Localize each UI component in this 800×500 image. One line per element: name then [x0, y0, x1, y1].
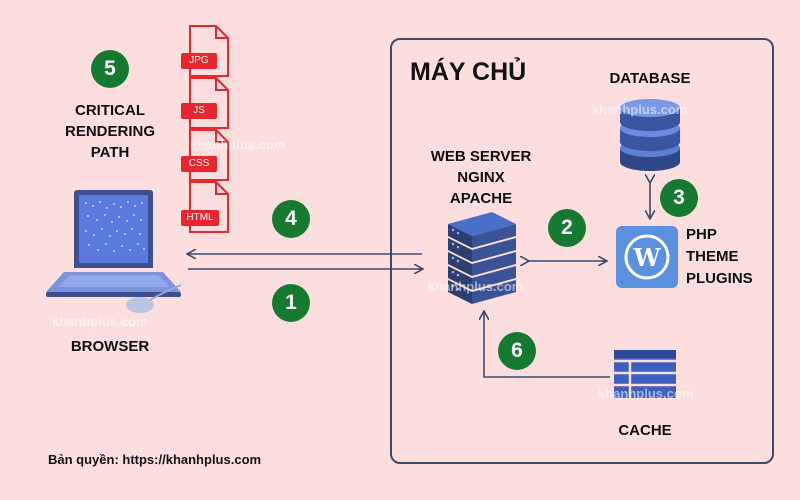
- web-server-line-3: APACHE: [449, 190, 513, 207]
- server-title: MÁY CHỦ: [410, 58, 527, 86]
- web-server-label: WEB SERVER NGINX APACHE: [416, 146, 546, 209]
- arrow-cache-to-server: [484, 312, 610, 378]
- step-badge-3: 3: [660, 179, 698, 217]
- file-js-icon: [189, 77, 229, 129]
- critical-path-line-3: PATH: [90, 144, 130, 161]
- file-label-css: CSS: [188, 158, 210, 169]
- theme-label: THEME: [686, 248, 739, 265]
- watermark: khanhplus.com: [592, 102, 688, 117]
- server-box: [390, 38, 774, 464]
- browser-label: BROWSER: [70, 338, 150, 355]
- critical-path-line-2: RENDERING: [64, 123, 155, 140]
- watermark: khanhplus.com: [52, 314, 148, 329]
- database-icon: [620, 99, 680, 171]
- cache-icon: [614, 350, 676, 398]
- critical-path-line-1: CRITICAL: [75, 102, 145, 119]
- web-server-line-1: WEB SERVER: [430, 148, 532, 165]
- copyright-text: Bản quyền: https://khanhplus.com: [48, 452, 262, 467]
- svg-text:W: W: [633, 243, 662, 272]
- step-badge-2: 2: [548, 209, 586, 247]
- php-labels: PHP THEME PLUGINS: [686, 224, 753, 290]
- laptop-icon: [46, 190, 182, 313]
- step-badge-4: 4: [272, 200, 310, 238]
- cache-label: CACHE: [618, 422, 672, 439]
- watermark: khanhplus.com: [598, 386, 694, 401]
- database-label: DATABASE: [609, 70, 691, 87]
- watermark: khanhplus.com: [190, 137, 286, 152]
- file-label-js: JS: [193, 105, 205, 116]
- step-badge-5: 5: [91, 50, 129, 88]
- step-badge-1: 1: [272, 284, 310, 322]
- php-label: PHP: [686, 226, 717, 243]
- file-label-html: HTML: [186, 212, 214, 223]
- watermark: khanhplus.com: [428, 279, 524, 294]
- plugins-label: PLUGINS: [686, 270, 753, 287]
- web-server-line-2: NGINX: [457, 169, 505, 186]
- file-label-jpg: JPG: [189, 55, 209, 66]
- step-badge-6: 6: [498, 332, 536, 370]
- wordpress-icon: W: [616, 226, 678, 288]
- critical-rendering-path-label: CRITICAL RENDERING PATH: [55, 100, 165, 163]
- server-icon: [448, 212, 516, 304]
